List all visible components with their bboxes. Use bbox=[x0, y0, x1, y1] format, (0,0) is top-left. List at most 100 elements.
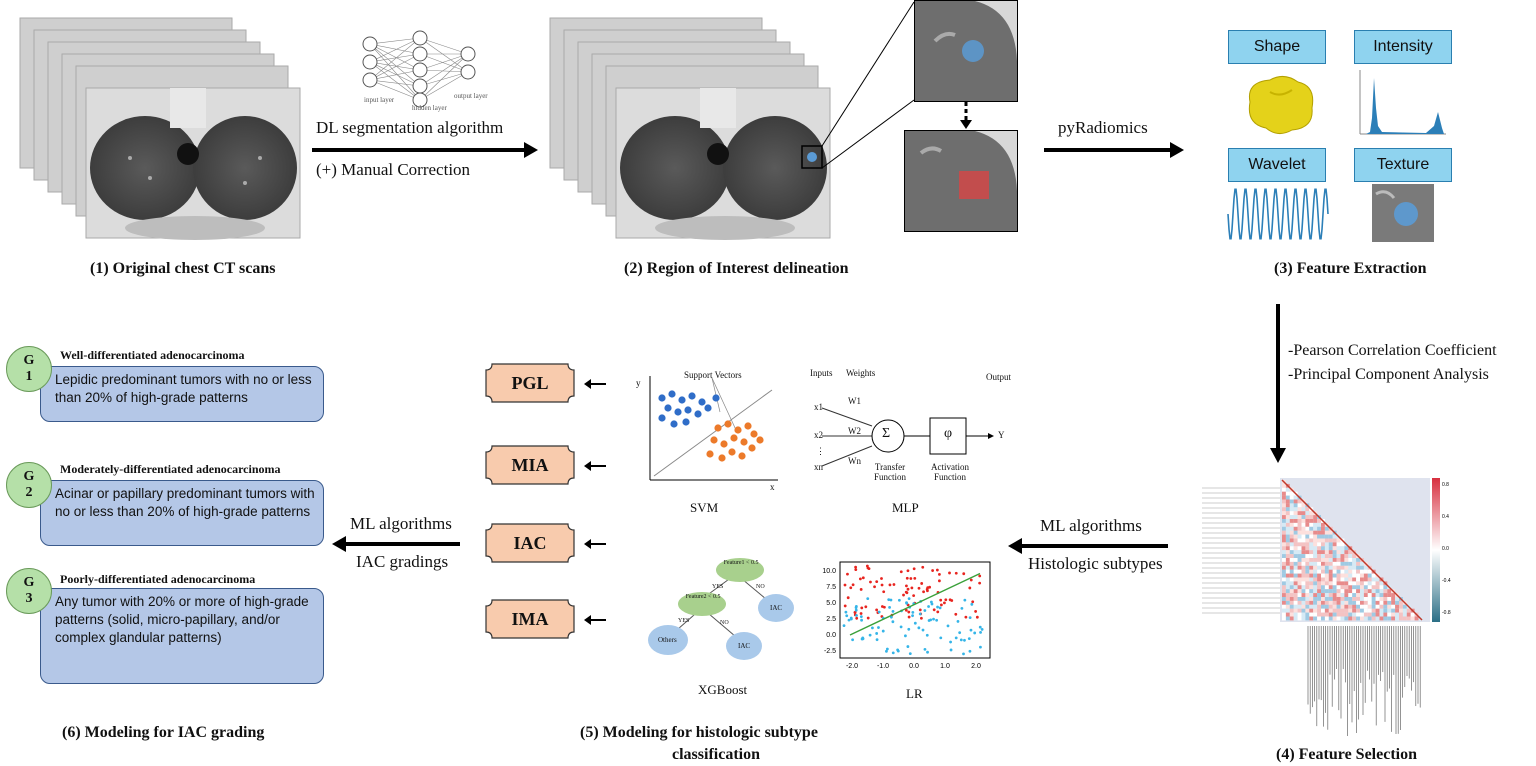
subtype-label: IMA bbox=[511, 608, 549, 629]
svg-text:2.0: 2.0 bbox=[971, 663, 981, 670]
svm-y-label: y bbox=[636, 378, 641, 388]
svg-text:0.0: 0.0 bbox=[909, 663, 919, 670]
xgb-iac2: IAC bbox=[738, 642, 751, 650]
pca-label: -Principal Component Analysis bbox=[1288, 366, 1489, 383]
xgb-yes1: YES bbox=[712, 584, 724, 590]
subtype-box-iac: IAC bbox=[485, 523, 575, 563]
step2-caption: (2) Region of Interest delineation bbox=[624, 260, 849, 277]
mlp-diagram: Inputs Weights Output x1 x2 ⋮ xn W1 W2 W… bbox=[808, 366, 1018, 496]
mlp-sigma-symbol: Σ bbox=[882, 426, 891, 441]
segmentation-arrow bbox=[312, 140, 538, 160]
roi-down-arrow bbox=[958, 100, 974, 130]
shape-3d-image bbox=[1248, 76, 1314, 134]
subtype-label: IAC bbox=[513, 532, 547, 553]
mlp-w1-label: W1 bbox=[848, 396, 861, 406]
xgb-feature1: Feature1 < 0.5 bbox=[723, 560, 759, 566]
mlp-y-label: Y bbox=[998, 430, 1005, 440]
mlp-weights-label: Weights bbox=[846, 368, 876, 378]
step4-caption: (4) Feature Selection bbox=[1276, 746, 1417, 763]
ct-scan-stack bbox=[19, 17, 302, 240]
svg-text:7.5: 7.5 bbox=[826, 584, 836, 591]
subtype-arrow bbox=[584, 459, 606, 477]
grade-title: Well-differentiated adenocarcinoma bbox=[60, 348, 245, 362]
svm-label: SVM bbox=[690, 500, 719, 515]
svg-text:-2.0: -2.0 bbox=[846, 663, 858, 670]
grade-title: Poorly-differentiated adenocarcinoma bbox=[60, 572, 256, 586]
roi-ct-stack bbox=[549, 17, 832, 240]
roi-zoom-masked bbox=[904, 130, 1018, 232]
neural-network-diagram: input layer hidden layer output layer bbox=[350, 30, 500, 112]
subtype-arrow bbox=[584, 613, 606, 631]
mlp-output-label: Output bbox=[986, 372, 1012, 382]
svm-support-label: Support Vectors bbox=[684, 370, 742, 380]
grade-description-box: Lepidic predominant tumors with no or le… bbox=[40, 366, 324, 422]
grade-description-box: Any tumor with 20% or more of high-grade… bbox=[40, 588, 324, 684]
ml-grading-arrow bbox=[332, 534, 460, 554]
iac-gradings-label: IAC gradings bbox=[356, 552, 449, 571]
xgb-no1: NO bbox=[756, 584, 765, 590]
segmentation-label: DL segmentation algorithm bbox=[316, 118, 504, 137]
manual-correction-label: (+) Manual Correction bbox=[316, 160, 471, 179]
xgb-no2: NO bbox=[720, 620, 729, 626]
grade-letter: G bbox=[23, 469, 35, 484]
mlp-activation-label: Activation Function bbox=[931, 462, 969, 482]
texture-box: Texture bbox=[1354, 148, 1452, 182]
nn-input-label: input layer bbox=[364, 96, 395, 104]
xgb-yes2: YES bbox=[678, 618, 690, 624]
svg-text:-2.5: -2.5 bbox=[824, 648, 836, 655]
texture-image bbox=[1372, 184, 1434, 242]
xgboost-label: XGBoost bbox=[698, 682, 748, 697]
pearson-label: -Pearson Correlation Coefficient bbox=[1288, 342, 1497, 359]
zoom-lines bbox=[821, 1, 915, 169]
selection-arrow bbox=[1268, 304, 1288, 464]
step5-caption-line1: (5) Modeling for histologic subtype bbox=[580, 724, 818, 741]
subtype-label: PGL bbox=[511, 372, 549, 393]
mlp-w2-label: W2 bbox=[848, 426, 861, 436]
mlp-label: MLP bbox=[892, 500, 919, 515]
mlp-dots-label: ⋮ bbox=[816, 446, 825, 456]
roi-zoom-original bbox=[914, 0, 1018, 102]
xgb-others: Others bbox=[658, 636, 677, 644]
ml-algorithms-label-right: ML algorithms bbox=[1040, 516, 1142, 535]
svg-text:-1.0: -1.0 bbox=[877, 663, 889, 670]
mlp-x2-label: x2 bbox=[814, 430, 823, 440]
nn-hidden-label: hidden layer bbox=[412, 104, 447, 112]
shape-box: Shape bbox=[1228, 30, 1326, 64]
subtype-label: MIA bbox=[511, 454, 549, 475]
subtype-box-ima: IMA bbox=[485, 599, 575, 639]
mlp-phi-symbol: φ bbox=[944, 426, 953, 441]
svg-text:2.5: 2.5 bbox=[826, 616, 836, 623]
step1-caption: (1) Original chest CT scans bbox=[90, 260, 276, 277]
grade-letter: G bbox=[23, 353, 35, 368]
subtype-arrow bbox=[584, 537, 606, 555]
svg-text:1.0: 1.0 bbox=[940, 663, 950, 670]
mlp-transfer-label: Transfer Function bbox=[873, 462, 906, 482]
xgb-iac1: IAC bbox=[770, 604, 783, 612]
step6-caption: (6) Modeling for IAC grading bbox=[62, 724, 265, 741]
ml-subtypes-arrow bbox=[1008, 536, 1168, 556]
svm-plot: Support Vectors y x bbox=[632, 368, 782, 496]
step3-caption: (3) Feature Extraction bbox=[1274, 260, 1427, 277]
svg-text:-0.8: -0.8 bbox=[1442, 610, 1451, 616]
subtype-box-mia: MIA bbox=[485, 445, 575, 485]
histologic-subtypes-label: Histologic subtypes bbox=[1028, 554, 1163, 573]
grade-number: 1 bbox=[25, 369, 33, 384]
step5-caption-line2: classification bbox=[672, 746, 760, 763]
mlp-x1-label: x1 bbox=[814, 402, 823, 412]
pyradiomics-label: pyRadiomics bbox=[1058, 118, 1148, 137]
svm-x-label: x bbox=[770, 482, 775, 492]
ct-scan-image bbox=[19, 17, 301, 240]
nn-output-label: output layer bbox=[454, 92, 488, 100]
mlp-wn-label: Wn bbox=[848, 456, 861, 466]
lr-label: LR bbox=[906, 686, 923, 701]
xgb-feature2: Feature2 < 0.5 bbox=[685, 594, 721, 600]
grade-letter: G bbox=[23, 575, 35, 590]
grade-description-box: Acinar or papillary predominant tumors w… bbox=[40, 480, 324, 546]
intensity-histogram bbox=[1359, 70, 1446, 135]
intensity-box: Intensity bbox=[1354, 30, 1452, 64]
svg-text:10.0: 10.0 bbox=[822, 568, 836, 575]
